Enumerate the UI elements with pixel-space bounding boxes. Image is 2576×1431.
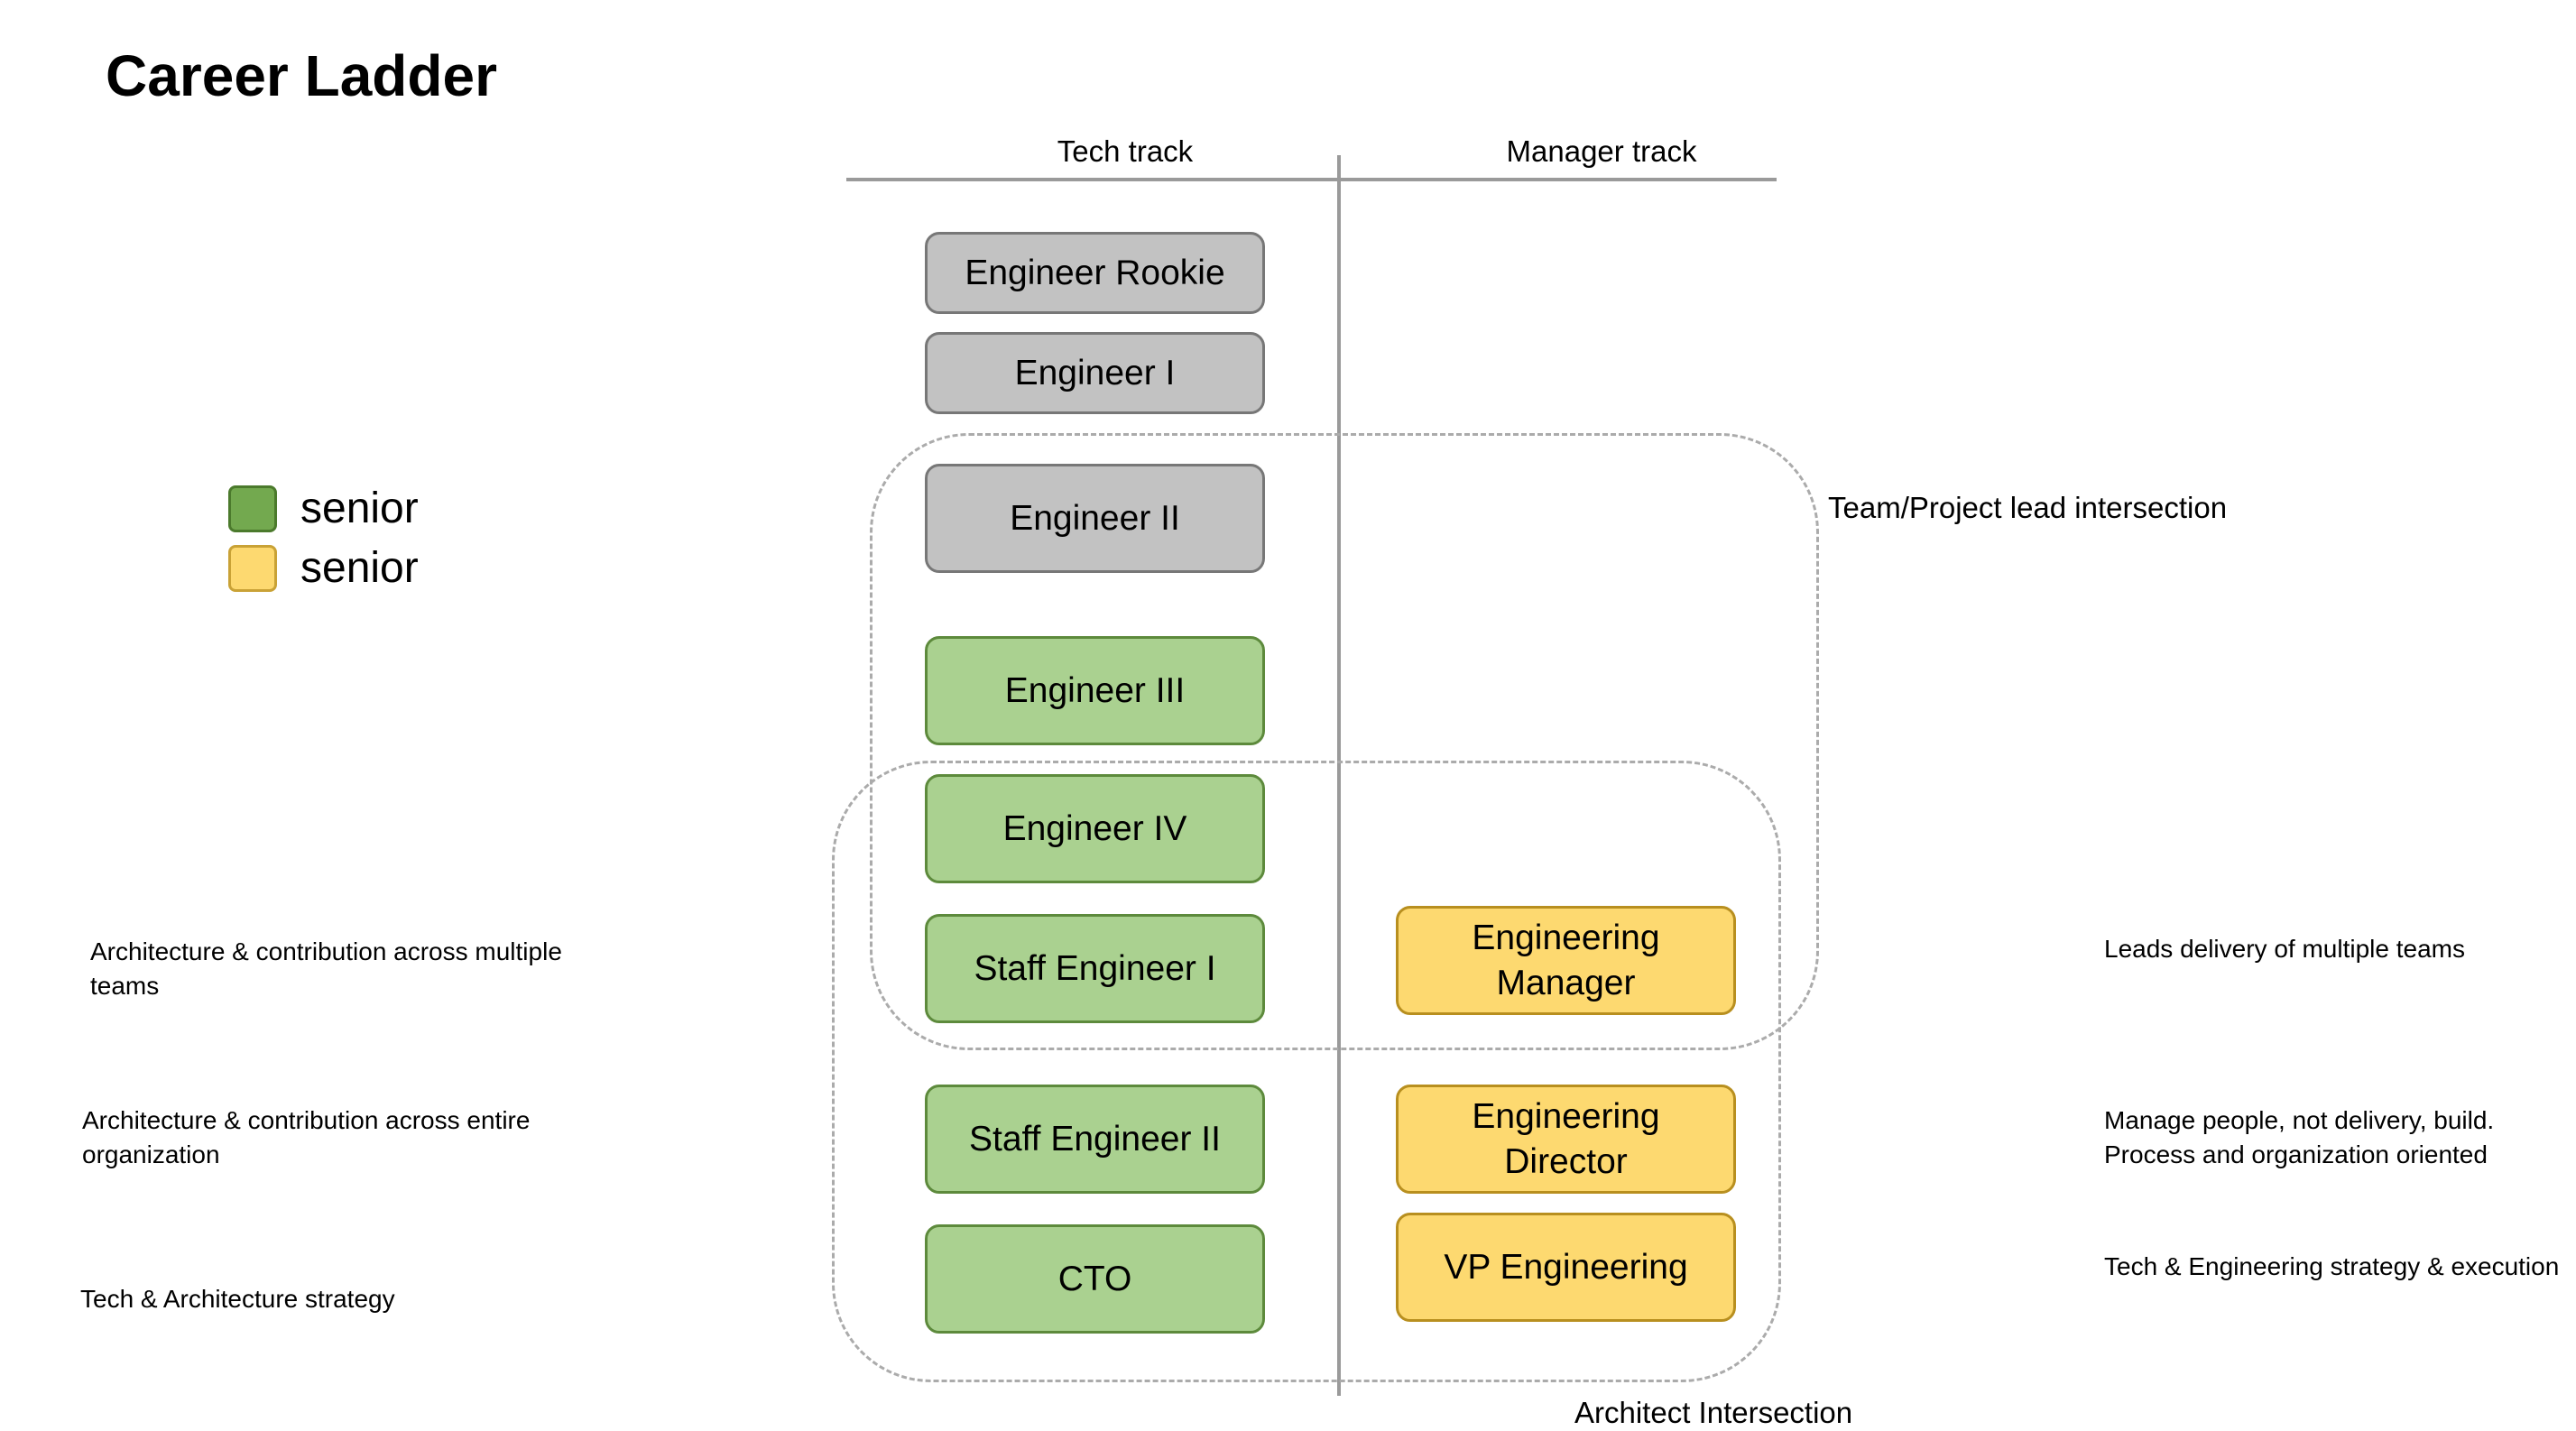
level-staff-engineer-ii: Staff Engineer II — [925, 1085, 1265, 1194]
manager-note: Leads delivery of multiple teams — [2104, 935, 2465, 963]
level-engineer-iv: Engineer IV — [925, 774, 1265, 883]
green-swatch-icon — [228, 485, 277, 532]
track-header-divider — [846, 178, 1777, 181]
level-engineer-ii: Engineer II — [925, 464, 1265, 573]
legend-label: senior — [300, 544, 419, 592]
level-staff-engineer-i: Staff Engineer I — [925, 914, 1265, 1023]
architect-intersection-region — [832, 761, 1781, 1382]
level-engineer-i: Engineer I — [925, 332, 1265, 414]
legend: senior senior — [228, 482, 419, 595]
architect-intersection-label: Architect Intersection — [1574, 1396, 1853, 1429]
legend-label: senior — [300, 485, 419, 532]
yellow-swatch-icon — [228, 545, 277, 592]
manager-note: Tech & Engineering strategy & execution — [2104, 1252, 2560, 1280]
tech-note: Architecture & contribution across multi… — [90, 937, 562, 1000]
legend-item-senior-green: senior — [228, 482, 419, 536]
team-lead-intersection-label: Team/Project lead intersection — [1828, 491, 2228, 524]
legend-item-senior-yellow: senior — [228, 541, 419, 595]
level-cto: CTO — [925, 1224, 1265, 1334]
level-engineering-director: Engineering Director — [1396, 1085, 1736, 1194]
level-engineer-rookie: Engineer Rookie — [925, 232, 1265, 314]
level-vp-engineering: VP Engineering — [1396, 1213, 1736, 1322]
tech-note: Tech & Architecture strategy — [80, 1285, 395, 1313]
level-engineering-manager: Engineering Manager — [1396, 906, 1736, 1015]
level-engineer-iii: Engineer III — [925, 636, 1265, 745]
tech-track-header: Tech track — [1057, 134, 1194, 168]
manager-track-header: Manager track — [1506, 134, 1697, 168]
track-vertical-divider — [1337, 155, 1341, 1396]
team-lead-intersection-region — [870, 433, 1819, 1050]
tech-note: Architecture & contribution across entir… — [82, 1106, 531, 1168]
manager-note: Manage people, not delivery, build. Proc… — [2104, 1106, 2495, 1168]
page-title: Career Ladder — [106, 43, 497, 108]
